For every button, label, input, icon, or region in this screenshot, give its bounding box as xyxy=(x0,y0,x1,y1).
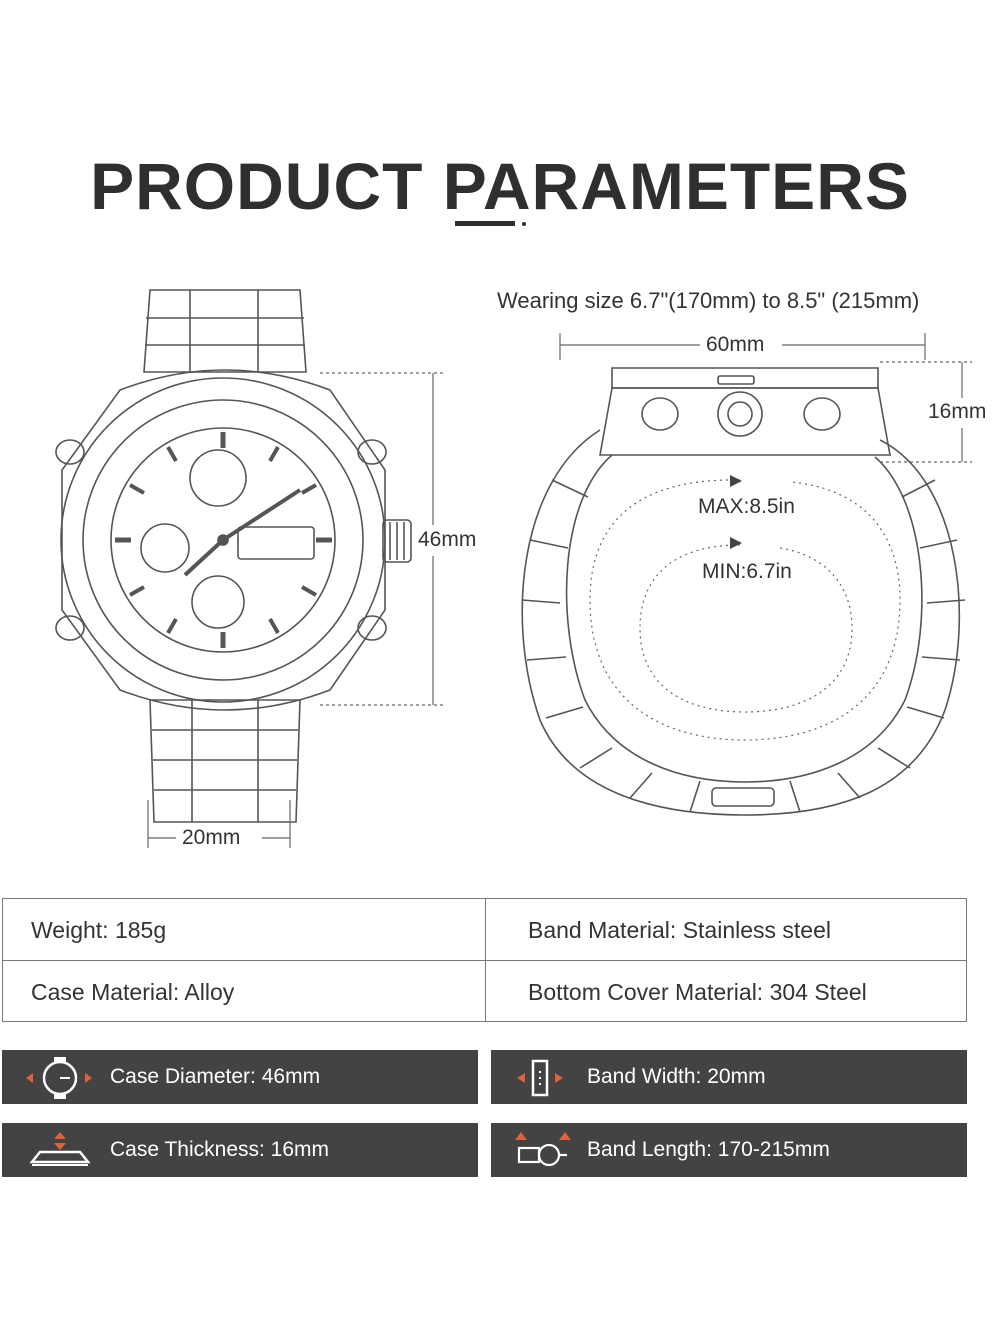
min-label: MIN:6.7in xyxy=(702,560,792,583)
side-dimension-lines xyxy=(559,333,972,741)
table-column-divider xyxy=(485,899,486,1021)
case-height-label: 46mm xyxy=(418,528,477,551)
spec-band-material: Band Material: Stainless steel xyxy=(528,917,831,943)
tile-case-diameter: Case Diameter: 46mm xyxy=(2,1050,478,1104)
tile-label: Band Width: 20mm xyxy=(587,1065,766,1088)
title-dot xyxy=(522,222,526,226)
band-width-label: 20mm xyxy=(182,826,241,849)
tile-case-thickness: Case Thickness: 16mm xyxy=(2,1123,478,1177)
max-label: MAX:8.5in xyxy=(698,495,795,518)
spec-weight: Weight: 185g xyxy=(31,917,167,943)
thickness-label: 16mm xyxy=(928,400,987,423)
tile-label: Band Length: 170-215mm xyxy=(587,1138,830,1161)
watch-side-view xyxy=(521,367,966,816)
band-length-icon xyxy=(515,1132,571,1167)
spec-bottom-cover-material: Bottom Cover Material: 304 Steel xyxy=(528,979,867,1005)
table-row-divider xyxy=(3,960,966,961)
title-underline xyxy=(455,221,515,226)
spec-case-material: Case Material: Alloy xyxy=(31,979,235,1005)
case-diameter-icon xyxy=(26,1057,92,1099)
spec-table: Weight: 185g Band Material: Stainless st… xyxy=(2,898,967,1022)
tile-label: Case Diameter: 46mm xyxy=(110,1065,321,1088)
watch-front-view xyxy=(55,289,412,823)
length-label: 60mm xyxy=(706,333,765,356)
wearing-size-label: Wearing size 6.7"(170mm) to 8.5" (215mm) xyxy=(497,288,920,313)
watch-illustration xyxy=(55,289,972,848)
arrow-markers xyxy=(730,475,742,549)
front-dimension-lines xyxy=(147,372,443,848)
tile-band-length: Band Length: 170-215mm xyxy=(491,1123,967,1177)
page-title: PRODUCT PARAMETERS xyxy=(90,149,910,223)
tile-band-width: Band Width: 20mm xyxy=(491,1050,967,1104)
band-width-icon xyxy=(517,1059,563,1097)
tile-label: Case Thickness: 16mm xyxy=(110,1138,330,1161)
case-thickness-icon xyxy=(29,1132,91,1166)
